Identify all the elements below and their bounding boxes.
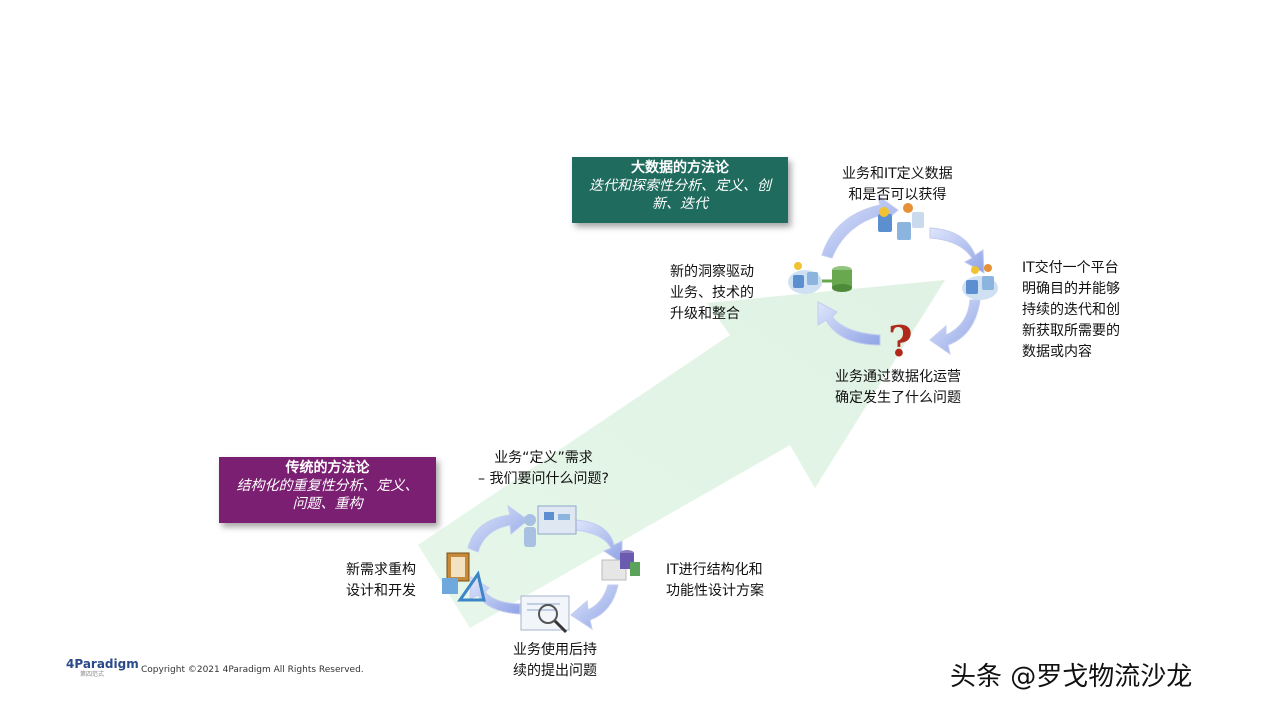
- traditional-methodology-box: 传统的方法论 结构化的重复性分析、定义、 问题、重构: [219, 457, 436, 523]
- label-line: 续的提出问题: [513, 663, 597, 679]
- label-line: 确定发生了什么问题: [835, 390, 961, 406]
- bigdata-step-define-data: 业务和IT定义数据 和是否可以获得: [842, 164, 953, 206]
- label-line: 设计和开发: [346, 583, 416, 599]
- label-line: 业务通过数据化运营: [835, 369, 961, 385]
- label-line: 新的洞察驱动: [670, 264, 754, 280]
- question-mark-icon: ?: [888, 317, 913, 366]
- insight-cluster-icon: [788, 262, 852, 294]
- traditional-methodology-subtitle-1: 结构化的重复性分析、定义、: [236, 478, 419, 494]
- design-tools-icon: [442, 552, 486, 602]
- traditional-step-it-design: IT进行结构化和 功能性设计方案: [666, 560, 764, 602]
- bigdata-methodology-subtitle-2: 新、迭代: [652, 196, 708, 212]
- traditional-step-ongoing-questions: 业务使用后持 续的提出问题: [513, 640, 597, 682]
- bigdata-step-operations: 业务通过数据化运营 确定发生了什么问题: [835, 367, 961, 409]
- bigdata-methodology-subtitle-1: 迭代和探索性分析、定义、创: [589, 178, 771, 194]
- big-growth-arrow: [418, 280, 945, 628]
- bigdata-step-it-platform: IT交付一个平台 明确目的并能够 持续的迭代和创 新获取所需要的 数据或内容: [1022, 258, 1120, 363]
- watermark: 头条 @罗戈物流沙龙: [950, 662, 1193, 692]
- traditional-step-redesign: 新需求重构 设计和开发: [346, 560, 416, 602]
- label-line: 业务、技术的: [670, 285, 754, 301]
- traditional-step-define-requirements: 业务“定义”需求 – 我们要问什么问题?: [478, 448, 609, 490]
- logo-subtext: 第四范式: [80, 671, 105, 678]
- label-line: 业务“定义”需求: [494, 450, 593, 466]
- bigdata-methodology-box: 大数据的方法论 迭代和探索性分析、定义、创 新、迭代: [572, 157, 788, 223]
- design-database-icon: [601, 550, 640, 581]
- traditional-methodology-subtitle-2: 问题、重构: [292, 496, 363, 512]
- data-servers-icon: [878, 203, 924, 240]
- label-line: 新需求重构: [346, 562, 416, 578]
- presenter-screen-icon: [524, 505, 577, 547]
- label-line: 功能性设计方案: [666, 583, 764, 599]
- logo-text: 4Paradigm: [66, 657, 139, 671]
- label-line: 和是否可以获得: [848, 187, 947, 203]
- label-line: 业务使用后持: [513, 642, 597, 658]
- label-line: – 我们要问什么问题?: [478, 471, 609, 487]
- magnifier-report-icon: [520, 595, 570, 634]
- label-line: 升级和整合: [670, 306, 740, 322]
- label-line: IT交付一个平台: [1022, 260, 1119, 276]
- company-logo: 4Paradigm 第四范式: [66, 657, 139, 678]
- bigdata-cycle-arrows: [817, 194, 985, 356]
- label-line: 新获取所需要的: [1022, 323, 1120, 339]
- copyright-text: Copyright ©2021 4Paradigm All Rights Res…: [141, 665, 364, 675]
- label-line: 业务和IT定义数据: [842, 166, 953, 182]
- bigdata-methodology-title: 大数据的方法论: [631, 160, 729, 176]
- traditional-methodology-title: 传统的方法论: [285, 460, 370, 476]
- svg-text:?: ?: [888, 317, 913, 366]
- label-line: 明确目的并能够: [1022, 281, 1120, 297]
- bigdata-step-insight: 新的洞察驱动 业务、技术的 升级和整合: [670, 262, 754, 325]
- label-line: 持续的迭代和创: [1022, 302, 1120, 318]
- platform-cluster-icon: [962, 264, 998, 300]
- label-line: 数据或内容: [1022, 344, 1092, 360]
- label-line: IT进行结构化和: [666, 562, 763, 578]
